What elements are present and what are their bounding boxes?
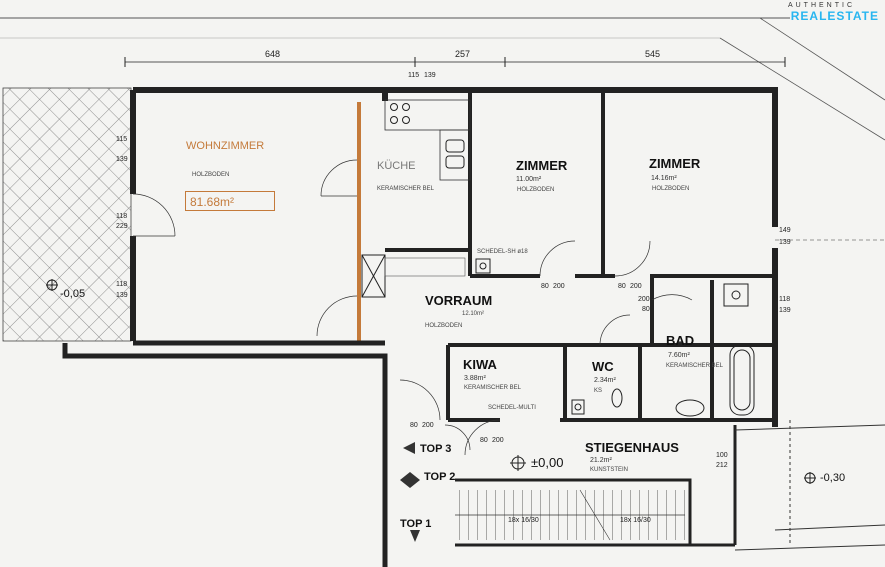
partition-wall (357, 102, 361, 342)
window-dim-2a: 118 (116, 213, 128, 220)
door-dim-3b: 80 (642, 306, 650, 313)
window-dim-4b: 139 (779, 239, 791, 246)
watermark-top: AUTHENTIC (787, 2, 855, 9)
door-dim-5b: 200 (422, 422, 434, 429)
note-schedel-2: SCHEDEL-MULTI (488, 405, 536, 411)
room-vorraum-area: 12.10m² (462, 311, 485, 317)
toilet (611, 388, 623, 408)
terrace (2, 87, 132, 342)
watermark-logo: REALESTATE (790, 9, 879, 23)
bathtub (729, 344, 755, 416)
window-dim-1a: 115 (116, 136, 128, 143)
interior-walls (385, 90, 775, 422)
room-vorraum-name: VORRAUM (425, 293, 493, 308)
room-kiwa-name: KIWA (463, 357, 497, 372)
door-dim-4a: 80 (480, 437, 488, 444)
room-wohnzimmer-name: WOHNZIMMER (186, 140, 265, 152)
room-stiegenhaus-area: 21.2m² (590, 457, 612, 464)
door-dim-3a: 200 (638, 296, 650, 303)
label-top2: TOP 2 (424, 471, 456, 483)
window-dim-3a: 118 (116, 281, 128, 288)
stair-window-dim-b: 212 (716, 462, 728, 469)
room-stiegenhaus-floor: KUNSTSTEIN (590, 467, 629, 473)
door-dim-1b: 200 (553, 283, 565, 290)
room-stiegenhaus-name: STIEGENHAUS (585, 440, 679, 455)
room-kiwa-area: 3.88m² (464, 375, 486, 382)
room-zimmer2-name: ZIMMER (649, 156, 701, 171)
room-wc-area: 2.34m² (594, 377, 616, 384)
stairs-label-1: 18x 16/30 (508, 517, 539, 524)
window-dim-6b: 139 (424, 72, 436, 79)
room-zimmer2-area: 14.16m² (651, 175, 677, 182)
stair-window-dim-a: 100 (716, 452, 728, 459)
room-bad-floor: KERAMISCHER BEL (666, 363, 724, 369)
dim-right: 545 (645, 49, 661, 59)
door-dim-2a: 80 (618, 283, 626, 290)
room-wc-name: WC (592, 359, 614, 374)
level-main: ±0,00 (531, 455, 564, 470)
room-wohnzimmer-area: 81.68m² (185, 191, 275, 211)
dim-left: 648 (265, 49, 281, 59)
arrow-top3 (403, 442, 415, 454)
window-dim-1b: 139 (116, 156, 128, 163)
room-bad-name: BAD (666, 333, 695, 348)
room-zimmer1-floor: HOLZBODEN (517, 187, 555, 193)
door-dim-2b: 200 (630, 283, 642, 290)
arrow-top2 (400, 472, 420, 488)
dim-mid: 257 (455, 49, 471, 59)
room-kueche-floor: KERAMISCHER BEL (377, 186, 435, 192)
room-kueche-name: KÜCHE (377, 160, 416, 172)
room-wohnzimmer-floor: HOLZBODEN (192, 172, 230, 178)
room-wc-floor: KS (594, 388, 603, 394)
label-top3: TOP 3 (420, 443, 452, 455)
room-bad-area: 7.60m² (668, 352, 690, 359)
room-zimmer1-name: ZIMMER (516, 158, 568, 173)
level-terrace: -0,05 (60, 288, 86, 300)
label-top1: TOP 1 (400, 518, 432, 530)
stairs-label-2: 18x 16/30 (620, 517, 651, 524)
window-dim-3b: 139 (116, 292, 128, 299)
door-dim-5a: 80 (410, 422, 418, 429)
window-dim-4a: 149 (779, 227, 791, 234)
washbasin (675, 399, 705, 417)
door-swings (132, 159, 693, 456)
room-vorraum-floor: HOLZBODEN (425, 323, 463, 329)
room-zimmer1-area: 11.00m² (516, 176, 542, 183)
room-kiwa-floor: KERAMISCHER BEL (464, 385, 522, 391)
window-dim-6a: 115 (408, 72, 420, 79)
arrow-top1 (410, 530, 420, 542)
door-dim-4b: 200 (492, 437, 504, 444)
stairwell-walls (455, 425, 737, 547)
door-dim-1a: 80 (541, 283, 549, 290)
window-dim-5a: 118 (779, 296, 791, 303)
kitchen-counter (384, 99, 471, 131)
level-outside: -0,30 (820, 472, 846, 484)
window-dim-5b: 139 (779, 307, 791, 314)
note-schedel-1: SCHEDEL-SH ø18 (477, 249, 528, 255)
window-dim-2b: 229 (116, 223, 128, 230)
room-zimmer2-floor: HOLZBODEN (652, 186, 690, 192)
